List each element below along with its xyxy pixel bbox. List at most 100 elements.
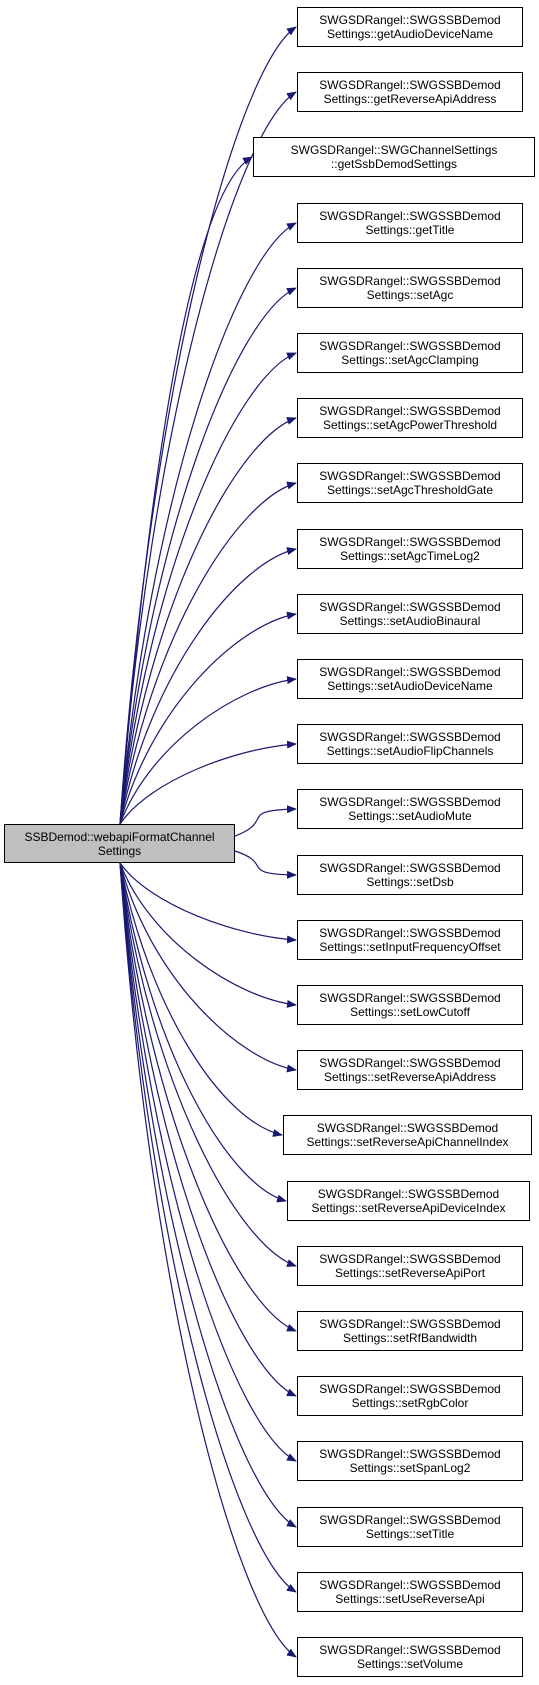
target-node-line2: Settings::setRfBandwidth — [342, 1331, 478, 1345]
call-edge — [119, 481, 297, 825]
target-node-line1: SWGSDRangel::SWGSSBDemod — [319, 1317, 501, 1331]
target-node[interactable]: SWGSDRangel::SWGChannelSettings::getSsbD… — [253, 137, 535, 177]
target-node-line1: SWGSDRangel::SWGSSBDemod — [319, 730, 501, 744]
target-node-line2: Settings::setAudioFlipChannels — [326, 744, 494, 758]
call-edge — [119, 862, 297, 1267]
source-node[interactable]: SSBDemod::webapiFormatChannel Settings — [4, 824, 235, 863]
target-node-line2: Settings::setAgcPowerThreshold — [322, 418, 498, 432]
target-node-line2: Settings::setReverseApiAddress — [323, 1070, 497, 1084]
target-node-line2: ::getSsbDemodSettings — [330, 157, 458, 171]
target-node-line2: Settings::setAudioMute — [348, 809, 472, 823]
call-edge — [119, 862, 297, 1658]
target-node-line2: Settings::setVolume — [356, 1657, 464, 1671]
target-node-line2: Settings::setDsb — [366, 875, 454, 889]
target-node-line1: SWGSDRangel::SWGChannelSettings — [290, 143, 498, 157]
target-node-line1: SWGSDRangel::SWGSSBDemod — [319, 1382, 501, 1396]
call-edge — [119, 862, 297, 1008]
call-edge — [119, 862, 297, 1462]
call-edge — [119, 862, 297, 1528]
call-edge — [119, 417, 297, 825]
call-edge — [119, 862, 297, 944]
target-node-line1: SWGSDRangel::SWGSSBDemod — [319, 404, 501, 418]
call-edge — [119, 862, 297, 1073]
call-edge — [119, 676, 297, 825]
target-node-line1: SWGSDRangel::SWGSSBDemod — [319, 274, 501, 288]
target-node-line1: SWGSDRangel::SWGSSBDemod — [319, 1643, 501, 1657]
call-edge — [119, 862, 287, 1203]
call-edge — [119, 862, 283, 1137]
target-node-line2: Settings::setAgcTimeLog2 — [340, 549, 480, 563]
call-edge — [234, 805, 297, 837]
target-node-line2: Settings::setTitle — [365, 1527, 455, 1541]
target-node-line2: Settings::setAgcThresholdGate — [326, 483, 494, 497]
call-edge — [119, 611, 297, 825]
target-node-line1: SWGSDRangel::SWGSSBDemod — [319, 1578, 501, 1592]
target-node-line1: SWGSDRangel::SWGSSBDemod — [319, 339, 501, 353]
target-node-line1: SWGSDRangel::SWGSSBDemod — [319, 535, 501, 549]
target-node-line1: SWGSDRangel::SWGSSBDemod — [317, 1187, 500, 1201]
call-edge — [119, 862, 297, 1397]
call-edge — [119, 352, 297, 825]
target-node-line1: SWGSDRangel::SWGSSBDemod — [319, 1056, 501, 1070]
target-node-line2: Settings::setSpanLog2 — [349, 1461, 471, 1475]
call-edge — [119, 156, 253, 825]
call-edge — [119, 862, 297, 1332]
call-edge — [234, 850, 297, 879]
target-node-line2: Settings::setAgcClamping — [341, 353, 479, 367]
target-node-line2: Settings::setInputFrequencyOffset — [319, 940, 501, 954]
target-node-line1: SWGSDRangel::SWGSSBDemod — [319, 926, 501, 940]
source-node-line2: Settings — [97, 843, 142, 858]
target-node-line1: SWGSDRangel::SWGSSBDemod — [319, 861, 501, 875]
call-edge — [119, 91, 297, 825]
target-node-line1: SWGSDRangel::SWGSSBDemod — [319, 991, 501, 1005]
target-node-line2: Settings::setReverseApiChannelIndex — [306, 1135, 509, 1149]
source-node-line1: SSBDemod::webapiFormatChannel — [24, 829, 215, 844]
target-node-line2: Settings::setAudioBinaural — [339, 614, 481, 628]
target-node-line1: SWGSDRangel::SWGSSBDemod — [319, 209, 501, 223]
call-edge — [119, 862, 297, 1593]
call-edge — [119, 547, 297, 825]
target-node-line1: SWGSDRangel::SWGSSBDemod — [319, 78, 501, 92]
target-node-line2: Settings::setReverseApiPort — [334, 1266, 486, 1280]
target-node-line2: Settings::getReverseApiAddress — [323, 92, 497, 106]
target-node-line1: SWGSDRangel::SWGSSBDemod — [319, 600, 501, 614]
target-node-line2: Settings::setAudioDeviceName — [327, 679, 493, 693]
target-node-line2: Settings::setUseReverseApi — [335, 1592, 485, 1606]
target-node-line2: Settings::setReverseApiDeviceIndex — [311, 1201, 506, 1215]
target-node-line1: SWGSDRangel::SWGSSBDemod — [319, 1447, 501, 1461]
target-node-line1: SWGSDRangel::SWGSSBDemod — [319, 1513, 501, 1527]
call-edge — [119, 287, 297, 825]
target-node-line1: SWGSDRangel::SWGSSBDemod — [316, 1121, 499, 1135]
target-node-line1: SWGSDRangel::SWGSSBDemod — [319, 795, 501, 809]
target-node-line1: SWGSDRangel::SWGSSBDemod — [319, 665, 501, 679]
target-node-line1: SWGSDRangel::SWGSSBDemod — [319, 13, 501, 27]
target-node-line2: Settings::setRgbColor — [351, 1396, 469, 1410]
